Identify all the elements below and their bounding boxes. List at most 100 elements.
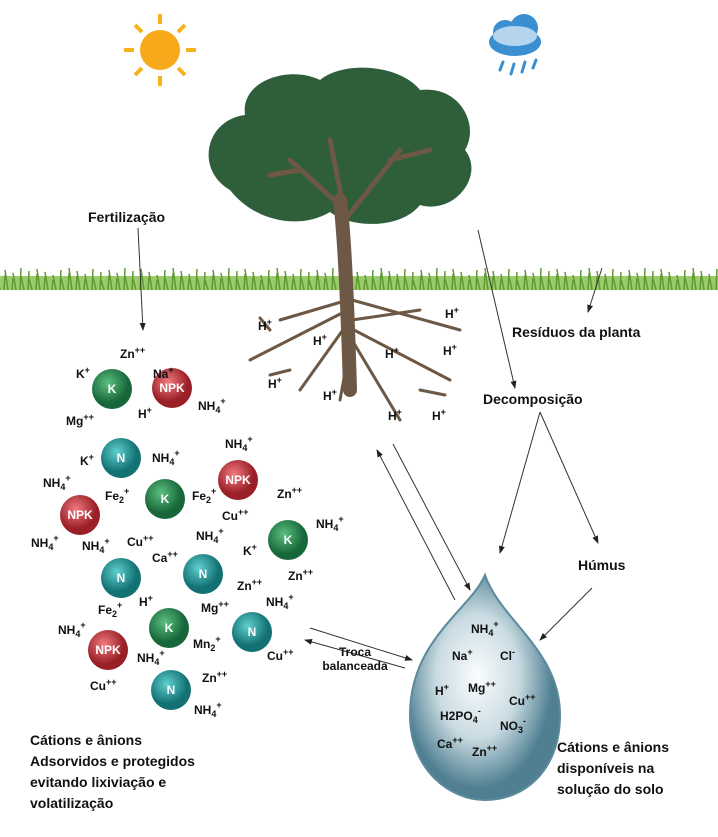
ion-cu: Cu++ (127, 533, 154, 549)
sphere-label: K (165, 621, 174, 635)
ion-ca: Ca++ (152, 549, 178, 565)
svg-text:evitando lixiviação e: evitando lixiviação e (30, 774, 166, 790)
sphere-label: N (248, 625, 257, 639)
ion-h: H+ (313, 332, 327, 348)
ion-zn: Zn++ (237, 577, 262, 593)
sphere-label: N (117, 571, 126, 585)
ion-zn: Zn++ (288, 567, 313, 583)
sphere-npk: NPK (218, 460, 258, 500)
rain-cloud-icon (489, 14, 541, 76)
ion-zn: Zn++ (120, 345, 145, 361)
ion-h: H+ (385, 345, 399, 361)
svg-text:Cátions e ânions: Cátions e ânions (30, 732, 142, 748)
ion-h: H+ (138, 405, 152, 421)
ion-nh4: NH4+ (316, 514, 344, 533)
sphere-label: N (117, 451, 126, 465)
ion-h: H+ (323, 387, 337, 403)
sphere-n: N (101, 438, 141, 478)
sphere-label: NPK (225, 473, 251, 487)
svg-text:Cátions e ânions: Cátions e ânions (557, 739, 669, 755)
ion-h2po4: H2PO4- (440, 706, 481, 725)
sphere-n: N (151, 670, 191, 710)
sphere-label: K (108, 382, 117, 396)
ion-zn: Zn++ (202, 669, 227, 685)
ion-nh4: NH4+ (82, 536, 110, 555)
sphere-label: NPK (67, 508, 93, 522)
ion-zn: Zn++ (277, 485, 302, 501)
ion-labels: Zn++ K+ Na+ Mg++ H+ NH4+ K+ NH4+ NH4+ NH4+ Fe2+ Fe2… (31, 305, 536, 759)
ion-nh4: NH4+ (137, 648, 165, 667)
ion-h: H+ (435, 682, 449, 698)
sphere-label: K (284, 533, 293, 547)
water-drop (408, 572, 562, 802)
caption-left: Cátions e ânions Adsorvidos e protegidos… (30, 732, 195, 811)
sphere-n: N (183, 554, 223, 594)
ion-k: K+ (76, 365, 90, 381)
label-troca: Troca (339, 645, 371, 659)
sphere-label: K (161, 492, 170, 506)
sphere-npk: NPK (88, 630, 128, 670)
sphere-label: N (167, 683, 176, 697)
ion-fe: Fe2+ (192, 486, 216, 505)
ion-cu: Cu++ (509, 692, 536, 708)
sphere-k: K (145, 479, 185, 519)
sphere-k: K (268, 520, 308, 560)
ion-cu: Cu++ (222, 507, 249, 523)
ion-h: H+ (443, 342, 457, 358)
sphere-label: N (199, 567, 208, 581)
ion-h: H+ (445, 305, 459, 321)
ion-nh4: NH4+ (31, 533, 59, 552)
label-decomposicao: Decomposição (483, 391, 583, 407)
ion-nh4: NH4+ (198, 396, 226, 415)
ion-nh4: NH4+ (196, 526, 224, 545)
ion-mn: Mn2+ (193, 634, 221, 653)
label-residuos: Resíduos da planta (512, 324, 641, 340)
ion-nh4: NH4+ (152, 448, 180, 467)
ion-fe: Fe2+ (98, 600, 122, 619)
tree (208, 67, 472, 422)
sphere-n: N (232, 612, 272, 652)
label-fertilizacao: Fertilização (88, 209, 165, 225)
arrows (137, 227, 603, 669)
svg-text:solução do solo: solução do solo (557, 781, 664, 797)
ion-nh4: NH4+ (194, 700, 222, 719)
label-humus: Húmus (578, 557, 626, 573)
svg-text:Adsorvidos e protegidos: Adsorvidos e protegidos (30, 753, 195, 769)
svg-text:disponíveis na: disponíveis na (557, 760, 654, 776)
ion-mg: Mg++ (468, 679, 496, 695)
label-balanceada: balanceada (322, 659, 388, 673)
sphere-npk: NPK (60, 495, 100, 535)
ion-na: Na+ (153, 365, 174, 381)
ion-mg: Mg++ (201, 599, 229, 615)
ion-h: H+ (139, 593, 153, 609)
grass-line (0, 267, 718, 291)
nutrient-spheres: K NPK N K NPK NPK N N K K N NPK N (60, 368, 308, 710)
ion-h: H+ (432, 407, 446, 423)
ion-no3: NO3- (500, 716, 526, 735)
ion-cu: Cu++ (90, 677, 117, 693)
sphere-k: K (92, 369, 132, 409)
ion-zn: Zn++ (472, 743, 497, 759)
ion-nh4: NH4+ (471, 619, 499, 638)
ion-na: Na+ (452, 647, 473, 663)
ion-mg: Mg++ (66, 412, 94, 428)
ion-h: H+ (258, 317, 272, 333)
ion-k: K+ (80, 452, 94, 468)
sphere-k: K (149, 608, 189, 648)
ion-h: H+ (388, 407, 402, 423)
ion-nh4: NH4+ (225, 434, 253, 453)
ion-h: H+ (268, 375, 282, 391)
sphere-n: N (101, 558, 141, 598)
ion-k: K+ (243, 542, 257, 558)
sun-icon (124, 14, 196, 86)
sphere-npk: NPK (152, 368, 192, 408)
ion-nh4: NH4+ (266, 592, 294, 611)
svg-text:volatilização: volatilização (30, 795, 113, 811)
ion-ca: Ca++ (437, 735, 463, 751)
sphere-label: NPK (159, 381, 185, 395)
caption-right: Cátions e ânions disponíveis na solução … (557, 739, 669, 797)
ion-fe: Fe2+ (105, 486, 129, 505)
ion-cu: Cu++ (267, 647, 294, 663)
sphere-label: NPK (95, 643, 121, 657)
